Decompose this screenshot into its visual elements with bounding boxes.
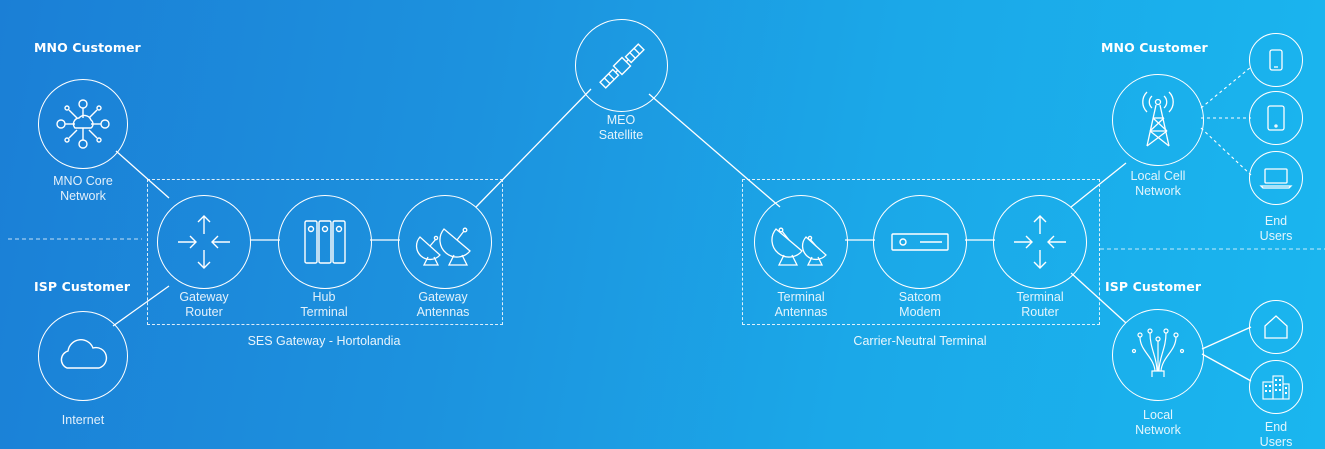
link-satellite-to-terminal-antennas: [648, 93, 781, 208]
gateway-antennas-label: Gateway Antennas: [416, 290, 470, 319]
end-user-house-node[interactable]: [1249, 300, 1303, 354]
link-internet-to-gateway-router: [112, 285, 170, 327]
link-mno-core-to-gateway-router: [115, 150, 170, 199]
fiber-optic-icon: [1131, 328, 1185, 377]
meo-satellite-node[interactable]: [575, 19, 668, 112]
local-network-node[interactable]: [1112, 309, 1204, 401]
gateway-router-label: Gateway Router: [179, 290, 229, 319]
gateway-group-caption: SES Gateway - Hortolandia: [247, 334, 401, 348]
end-user-building-node[interactable]: [1249, 360, 1303, 414]
network-hub-icon: [56, 99, 110, 149]
satcom-modem-label: Satcom Modem: [898, 290, 942, 319]
terminal-group-box: [742, 179, 1100, 325]
tablet-icon: [1267, 105, 1285, 131]
local-network-label: Local Network: [1135, 408, 1181, 437]
end-user-phone-node[interactable]: [1249, 33, 1303, 87]
terminal-router-label: Terminal Router: [1016, 290, 1064, 319]
terminal-antennas-node[interactable]: [754, 195, 848, 289]
end-user-tablet-node[interactable]: [1249, 91, 1303, 145]
local-cell-network-node[interactable]: [1112, 74, 1204, 166]
end-users-label-bottom: End Users: [1259, 420, 1293, 449]
meo-satellite-label: MEO Satellite: [598, 113, 644, 142]
internet-node[interactable]: [38, 311, 128, 401]
hub-terminal-label: Hub Terminal: [300, 290, 348, 319]
end-users-label-top: End Users: [1259, 214, 1293, 243]
link-gateway-antennas-to-satellite: [475, 88, 592, 208]
link-terminal-router-to-cell: [1070, 162, 1127, 208]
mno-customer-label-left: MNO Customer: [34, 40, 141, 55]
mno-customer-label-right: MNO Customer: [1101, 40, 1208, 55]
modem-icon: [891, 233, 949, 251]
cell-tower-icon: [1142, 91, 1174, 147]
link-local-network-to-building: [1201, 353, 1252, 382]
router-arrows-icon: [1014, 215, 1066, 269]
gateway-antennas-node[interactable]: [398, 195, 492, 289]
isp-customer-label-left: ISP Customer: [34, 279, 131, 294]
link-cell-to-phone: [1200, 66, 1252, 109]
terminal-group-caption: Carrier-Neutral Terminal: [853, 334, 987, 348]
phone-icon: [1269, 49, 1283, 71]
satellite-dish-icon: [415, 227, 471, 266]
router-arrows-icon: [178, 215, 230, 269]
link-local-network-to-house: [1201, 326, 1252, 350]
satellite-icon: [598, 42, 645, 89]
terminal-antennas-label: Terminal Antennas: [774, 290, 828, 319]
hub-terminal-node[interactable]: [278, 195, 372, 289]
office-building-icon: [1262, 375, 1290, 400]
cloud-icon: [60, 339, 108, 369]
local-cell-network-label: Local Cell Network: [1130, 169, 1186, 198]
mno-core-node[interactable]: [38, 79, 128, 169]
gateway-group-box: [147, 179, 503, 325]
internet-label: Internet: [61, 413, 105, 427]
satcom-modem-node[interactable]: [873, 195, 967, 289]
server-rack-icon: [304, 220, 346, 264]
house-icon: [1264, 315, 1288, 339]
laptop-icon: [1259, 168, 1293, 189]
mno-core-label: MNO Core Network: [53, 174, 113, 203]
end-user-laptop-node[interactable]: [1249, 151, 1303, 205]
satellite-dish-icon: [771, 227, 827, 266]
terminal-router-node[interactable]: [993, 195, 1087, 289]
gateway-router-node[interactable]: [157, 195, 251, 289]
isp-customer-label-right: ISP Customer: [1105, 279, 1202, 294]
link-terminal-router-to-local-network: [1070, 272, 1127, 324]
link-cell-to-laptop: [1200, 127, 1252, 176]
